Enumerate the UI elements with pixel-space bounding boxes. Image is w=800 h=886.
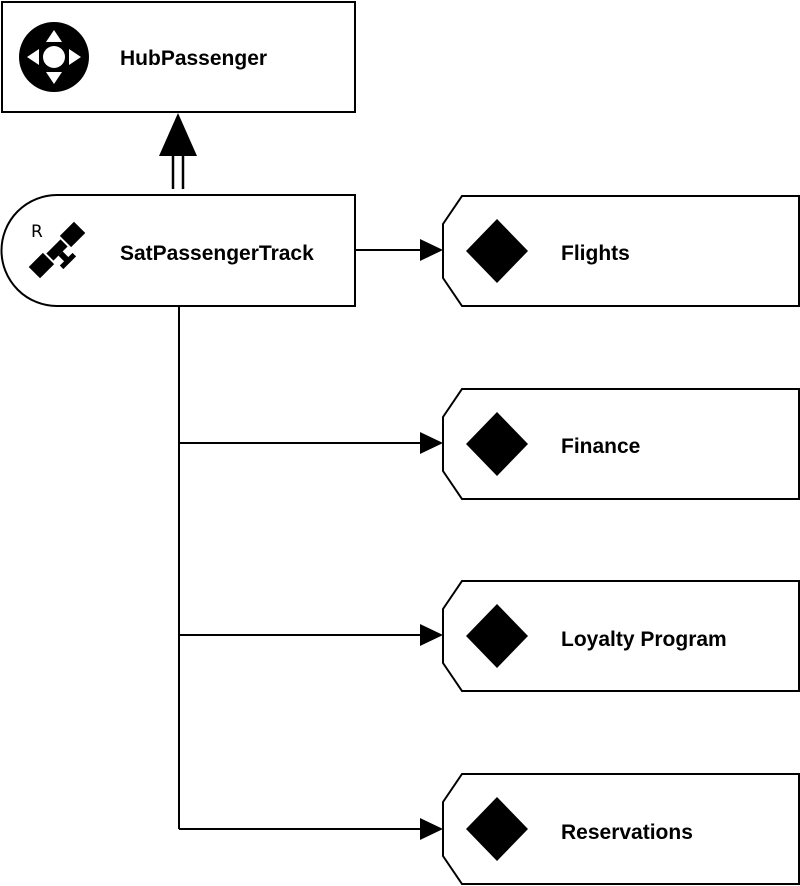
- satellite-label: SatPassengerTrack: [120, 242, 314, 265]
- reference-label: Flights: [561, 242, 630, 265]
- hub-icon: [19, 22, 89, 92]
- arrowhead-loyalty-program: [420, 624, 443, 646]
- diamond-icon: [466, 797, 528, 861]
- connector-arrowheads: [420, 239, 443, 840]
- satellite-marker: R: [31, 222, 43, 242]
- satellite-node[interactable]: R SatPassengerTrack: [0, 194, 356, 307]
- hub-label: HubPassenger: [120, 47, 267, 70]
- reference-label: Reservations: [561, 821, 693, 844]
- reference-node-loyalty-program[interactable]: Loyalty Program: [442, 580, 800, 692]
- reference-node-flights[interactable]: Flights: [442, 195, 800, 307]
- satellite-box: [0, 194, 356, 307]
- reference-node-finance[interactable]: Finance: [442, 388, 800, 500]
- diamond-icon: [466, 412, 528, 476]
- diamond-icon: [466, 604, 528, 668]
- hub-satellite-link: [159, 113, 197, 189]
- reference-node-reservations[interactable]: Reservations: [442, 773, 800, 885]
- hub-node[interactable]: HubPassenger: [1, 1, 356, 113]
- reference-box: [442, 195, 800, 307]
- diamond-icon: [466, 219, 528, 283]
- arrowhead-finance: [420, 432, 443, 454]
- reference-label: Loyalty Program: [561, 628, 727, 651]
- reference-box: [442, 388, 800, 500]
- reference-label: Finance: [561, 435, 640, 458]
- satellite-icon: [28, 221, 86, 279]
- arrowhead-reservations: [420, 818, 443, 840]
- reference-connectors: [178, 249, 425, 830]
- hub-link-arrowhead: [159, 113, 197, 156]
- reference-box: [442, 773, 800, 885]
- arrowhead-flights: [420, 239, 443, 261]
- reference-box: [442, 580, 800, 692]
